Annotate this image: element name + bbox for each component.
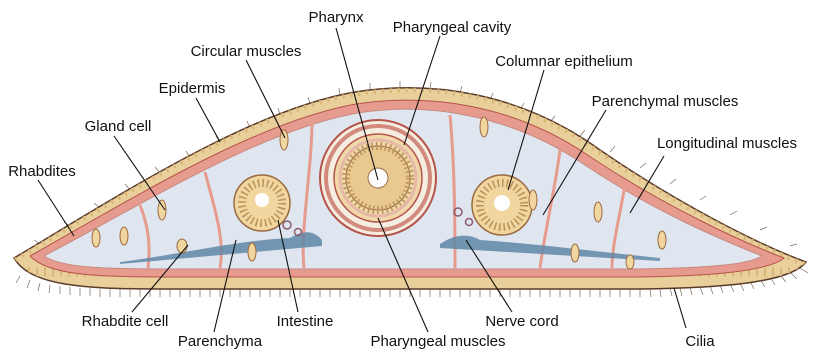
intestine-left xyxy=(234,175,290,231)
label-rhabdite-cell: Rhabdite cell xyxy=(82,313,169,330)
label-intestine: Intestine xyxy=(277,313,334,330)
label-pharyngeal-muscles: Pharyngeal muscles xyxy=(370,333,505,350)
label-longitudinal-muscles: Longitudinal muscles xyxy=(657,135,797,152)
label-nerve-cord: Nerve cord xyxy=(485,313,558,330)
label-epidermis: Epidermis xyxy=(159,80,226,97)
label-columnar-epithelium: Columnar epithelium xyxy=(495,53,633,70)
label-pharyngeal-cavity: Pharyngeal cavity xyxy=(393,19,512,36)
label-rhabdites: Rhabdites xyxy=(8,163,76,180)
label-parenchyma: Parenchyma xyxy=(178,333,263,350)
intestine-right xyxy=(472,175,532,235)
label-parenchymal-muscles: Parenchymal muscles xyxy=(592,93,739,110)
label-gland-cell: Gland cell xyxy=(85,118,152,135)
label-pharynx: Pharynx xyxy=(308,9,364,26)
label-circular-muscles: Circular muscles xyxy=(191,43,302,60)
label-cilia: Cilia xyxy=(685,333,715,350)
